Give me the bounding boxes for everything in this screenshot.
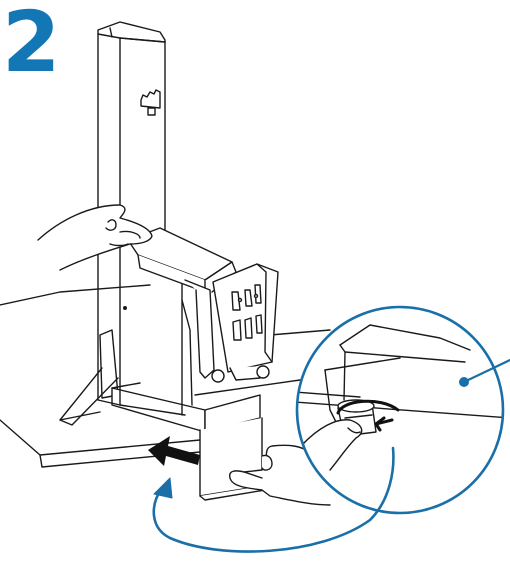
callout-detail bbox=[297, 307, 503, 513]
callout-leader-line bbox=[462, 358, 510, 384]
hand-holding-column bbox=[37, 204, 153, 271]
step-number: 2 bbox=[2, 0, 60, 91]
vesa-plate bbox=[212, 263, 279, 381]
hand-on-base bbox=[229, 444, 331, 506]
vesa-arm bbox=[127, 227, 237, 383]
push-arrow bbox=[148, 436, 200, 466]
curved-rotation-arrow bbox=[152, 446, 395, 553]
callout-circle bbox=[295, 305, 505, 515]
rear-foot bbox=[59, 329, 119, 426]
